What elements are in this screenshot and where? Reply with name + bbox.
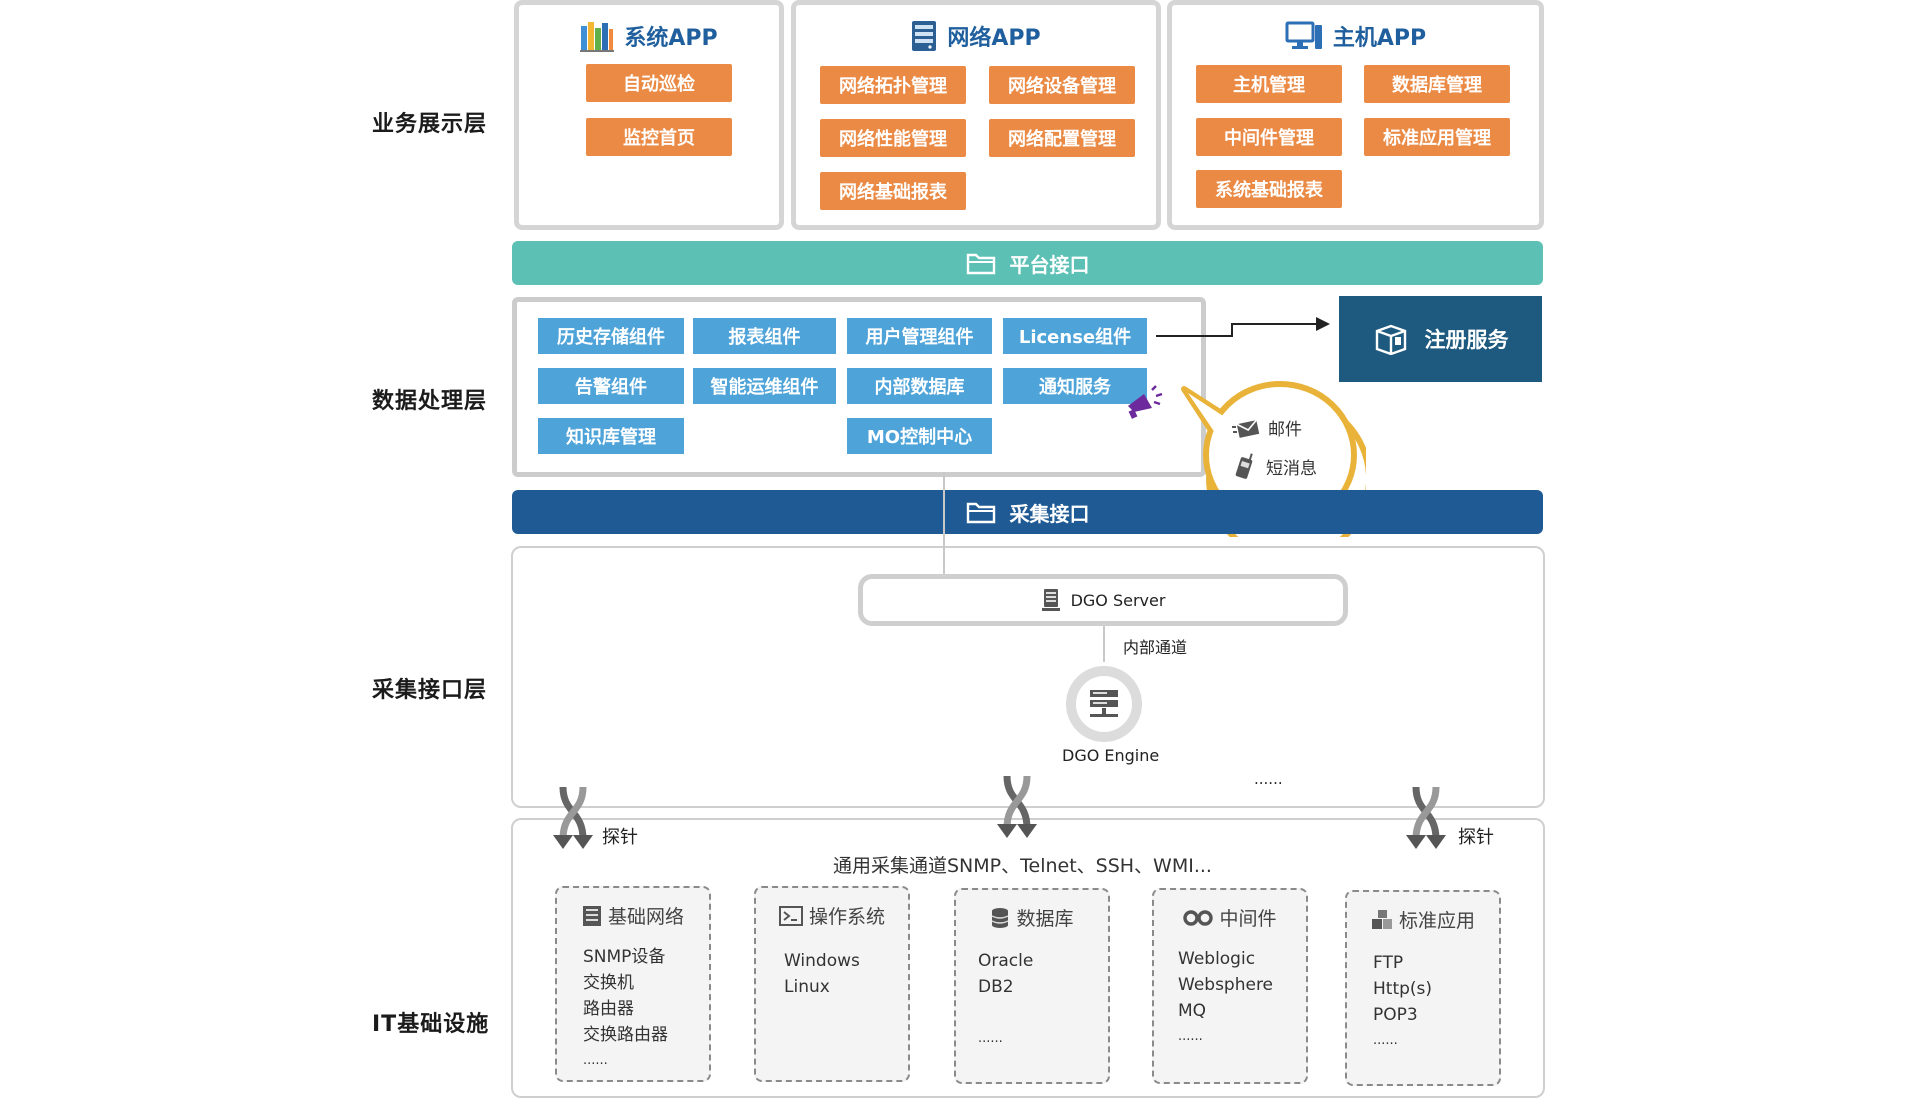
bookshelf-icon [580,20,615,52]
layer-label-collection: 采集接口层 [372,678,488,703]
component-item[interactable]: License组件 [1003,318,1147,354]
probe-label-left: 探针 [602,827,638,848]
gears-icon [1183,908,1214,928]
infra-box-middleware[interactable]: 中间件 Weblogic Websphere MQ ...... [1152,888,1308,1084]
infra-box-standard-apps[interactable]: 标准应用 FTP Http(s) POP3 ...... [1345,890,1501,1086]
register-service-box[interactable]: 注册服务 [1339,296,1542,382]
database-icon [990,907,1010,929]
dgo-server-box[interactable]: DGO Server [858,574,1348,626]
app-item[interactable]: 网络基础报表 [820,172,966,210]
component-item[interactable]: 知识库管理 [538,418,684,454]
probe-arrow-icon [553,785,593,851]
dgo-engine-label: DGO Engine [1062,746,1160,765]
connector-line [1103,626,1105,662]
collection-more: ...... [1254,770,1283,788]
component-item[interactable]: 用户管理组件 [847,318,992,354]
network-app-title: 网络APP [796,19,1156,53]
infra-box-database[interactable]: 数据库 Oracle DB2 ...... [954,888,1110,1084]
app-item[interactable]: 网络设备管理 [989,66,1135,104]
component-item[interactable]: 智能运维组件 [693,368,836,404]
app-item[interactable]: 标准应用管理 [1364,118,1510,156]
network-app-panel: 网络APP 网络拓扑管理 网络设备管理 网络性能管理 网络配置管理 网络基础报表 [791,0,1161,230]
component-item[interactable]: 告警组件 [538,368,684,404]
layer-label-infrastructure: IT基础设施 [372,1012,490,1037]
probe-label-right: 探针 [1458,827,1494,848]
bubble-item-sms: 短消息 [1234,452,1317,480]
dgo-engine-icon[interactable] [1063,663,1145,745]
folder-icon [966,500,996,524]
envelope-icon [1232,418,1260,438]
connector-line [943,472,945,576]
app-item[interactable]: 数据库管理 [1364,65,1510,103]
internal-channel-label: 内部通道 [1123,638,1188,657]
server-rack-icon [911,20,937,52]
component-item[interactable]: 内部数据库 [847,368,992,404]
folder-icon [966,251,996,275]
host-app-panel: 主机APP 主机管理 数据库管理 中间件管理 标准应用管理 系统基础报表 [1167,0,1544,230]
component-item[interactable]: 报表组件 [693,318,836,354]
app-item[interactable]: 主机管理 [1196,65,1342,103]
app-item[interactable]: 自动巡检 [586,64,732,102]
book-cube-icon [1373,323,1411,355]
terminal-icon [778,905,803,926]
host-app-title: 主机APP [1172,19,1539,53]
layer-label-presentation: 业务展示层 [372,112,488,137]
network-list-icon [582,905,602,927]
infra-box-network[interactable]: 基础网络 SNMP设备 交换机 路由器 交换路由器 ...... [555,886,711,1082]
app-item[interactable]: 中间件管理 [1196,118,1342,156]
mobile-phone-icon [1234,452,1254,480]
probe-arrow-icon [1406,785,1446,851]
layer-label-processing: 数据处理层 [372,389,488,414]
server-icon [1041,588,1061,612]
app-item[interactable]: 网络性能管理 [820,119,966,157]
component-item[interactable]: 历史存储组件 [538,318,684,354]
megaphone-icon [1122,382,1164,424]
app-item[interactable]: 系统基础报表 [1196,170,1342,208]
infra-box-os[interactable]: 操作系统 Windows Linux [754,886,910,1082]
app-item[interactable]: 网络拓扑管理 [820,66,966,104]
blocks-icon [1371,909,1393,931]
generic-channels-label: 通用采集通道SNMP、Telnet、SSH、WMI... [833,855,1212,877]
system-app-panel: 系统APP 自动巡检 监控首页 [514,0,784,230]
register-arrow [1152,314,1332,354]
app-item[interactable]: 监控首页 [586,118,732,156]
probe-arrow-icon [997,774,1037,840]
component-item[interactable]: MO控制中心 [847,418,992,454]
collection-interface-bar: 采集接口 [512,490,1543,534]
system-app-title: 系统APP [519,19,779,53]
app-item[interactable]: 网络配置管理 [989,119,1135,157]
monitor-icon [1285,21,1323,51]
component-item[interactable]: 通知服务 [1003,368,1147,404]
platform-interface-bar: 平台接口 [512,241,1543,285]
bubble-item-mail: 邮件 [1232,415,1302,440]
